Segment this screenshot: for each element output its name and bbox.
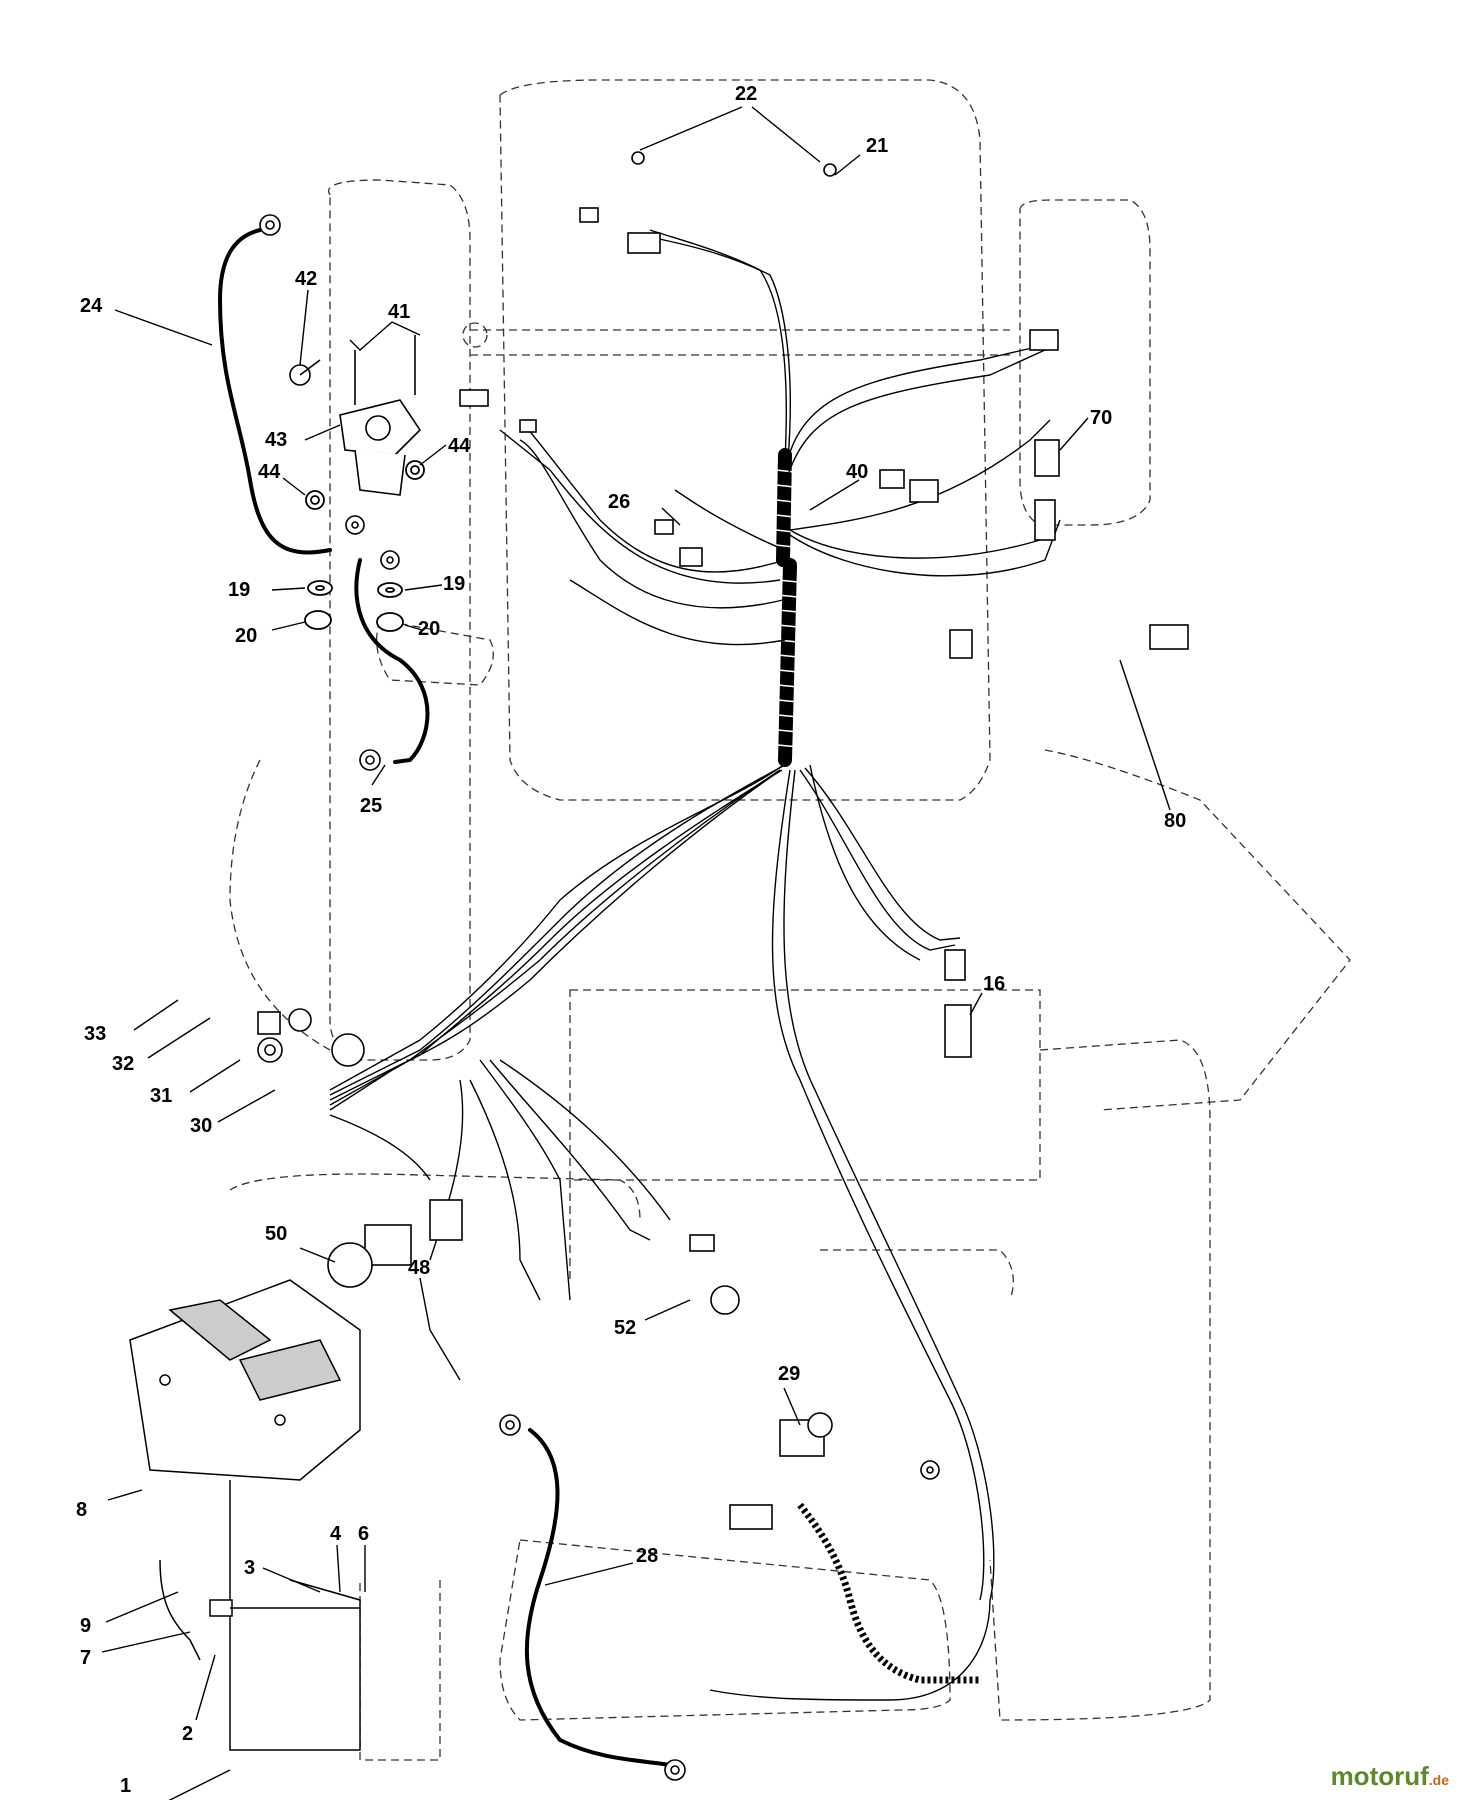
callout-40: 40	[846, 461, 868, 483]
callout-20-left: 20	[235, 625, 257, 647]
callout-16: 16	[983, 973, 1005, 995]
leader-lines	[101, 106, 1171, 1800]
callout-1: 1	[120, 1775, 131, 1797]
callout-32: 32	[112, 1053, 134, 1075]
watermark-brand: motoruf	[1330, 1761, 1429, 1791]
callout-44-right: 44	[448, 435, 471, 457]
callout-19-left: 19	[228, 579, 250, 601]
chassis-outline	[229, 79, 1351, 1761]
callout-2: 2	[182, 1723, 193, 1745]
watermark-suffix: .de	[1428, 1772, 1449, 1788]
callout-26: 26	[608, 491, 630, 513]
connectors	[257, 151, 1189, 1530]
callout-4: 4	[330, 1523, 342, 1545]
callout-70: 70	[1090, 407, 1112, 429]
washers-nuts	[304, 460, 425, 632]
callout-28: 28	[636, 1545, 658, 1567]
battery-cables	[217, 228, 672, 1767]
watermark-logo: motoruf.de	[1331, 1761, 1449, 1792]
callout-20-right: 20	[418, 618, 440, 640]
conduit-ribs	[775, 469, 799, 748]
callout-43: 43	[265, 429, 287, 451]
callout-24: 24	[80, 295, 103, 317]
callout-7: 7	[80, 1647, 91, 1669]
callout-30: 30	[190, 1115, 212, 1137]
callout-52: 52	[614, 1317, 636, 1339]
callout-50: 50	[265, 1223, 287, 1245]
callout-31: 31	[150, 1085, 172, 1107]
callout-6: 6	[358, 1523, 369, 1545]
callout-19-right: 19	[443, 573, 465, 595]
callout-33: 33	[84, 1023, 106, 1045]
callout-9: 9	[80, 1615, 91, 1637]
main-harness-conduit	[776, 448, 797, 767]
callout-41: 41	[388, 301, 410, 323]
coiled-cord	[797, 1502, 980, 1684]
callout-48: 48	[408, 1257, 430, 1279]
callout-21: 21	[866, 135, 888, 157]
callout-25: 25	[360, 795, 382, 817]
harness-wires	[329, 229, 1061, 1701]
callout-80: 80	[1164, 810, 1186, 832]
callout-labels: 22 21 24 42 41 43 44 44 19 19 20 20 25 2…	[76, 83, 1186, 1797]
battery-box	[129, 1279, 361, 1751]
callout-22: 22	[735, 83, 757, 105]
cable-lugs	[259, 214, 940, 1781]
callout-3: 3	[244, 1557, 255, 1579]
callout-8: 8	[76, 1499, 87, 1521]
callout-44-left: 44	[258, 461, 281, 483]
callout-42: 42	[295, 268, 317, 290]
starter-solenoid	[289, 335, 422, 496]
callout-29: 29	[778, 1363, 800, 1385]
